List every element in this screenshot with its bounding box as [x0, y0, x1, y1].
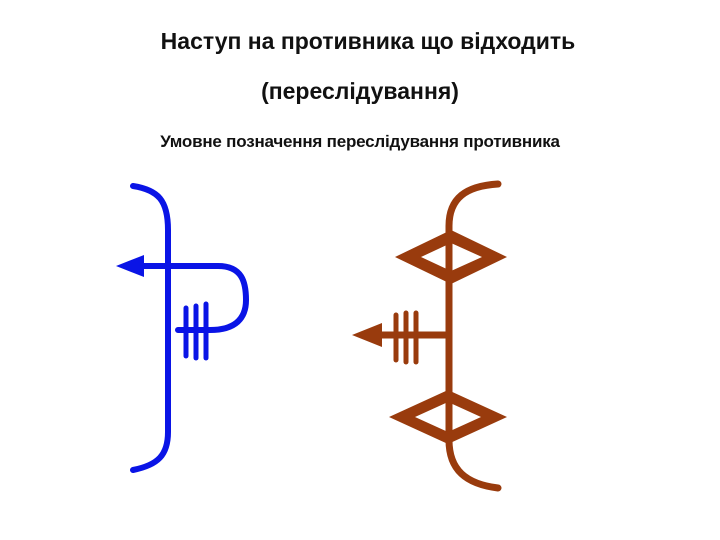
brown-bracket-line	[445, 180, 502, 492]
symbol-caption: Умовне позначення переслідування противн…	[160, 132, 560, 151]
blue-tally-marks	[183, 301, 209, 361]
blue-arrowhead	[116, 255, 144, 277]
blue-pursuit-symbol	[116, 183, 249, 473]
brown-tally-marks	[393, 310, 419, 365]
brown-lower-diamond	[389, 390, 507, 444]
slide-title-line-2: (переслідування)	[261, 78, 459, 104]
blue-bracket-line	[130, 183, 171, 473]
blue-hook-arrow-shaft	[140, 263, 249, 333]
brown-upper-diamond	[395, 230, 507, 284]
brown-arrowhead	[352, 323, 382, 347]
brown-enemy-symbol	[352, 180, 507, 492]
slide-title-line-1: Наступ на противника що відходить	[160, 28, 576, 54]
